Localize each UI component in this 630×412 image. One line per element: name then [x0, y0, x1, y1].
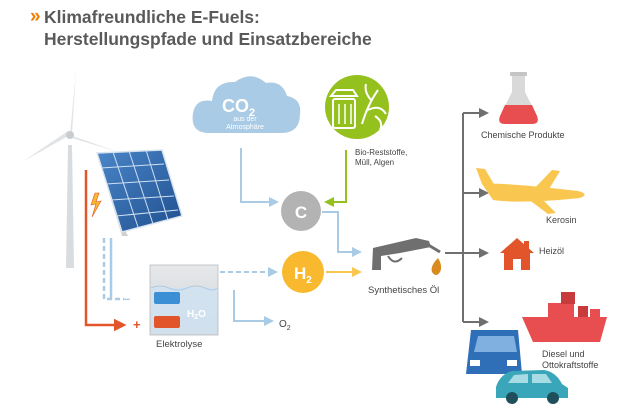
- carbon-symbol: C: [295, 203, 307, 222]
- output-fuel-label-line-1: Diesel und: [542, 349, 585, 359]
- co2-formula: CO2: [222, 96, 255, 119]
- house-icon: [500, 238, 534, 270]
- car-icon: [496, 370, 568, 404]
- distribution-lines: [445, 108, 489, 327]
- electrolysis-minus-sign: –: [123, 291, 130, 306]
- airplane-icon: [476, 168, 585, 214]
- output-chemical-label: Chemische Produkte: [481, 130, 565, 140]
- truck-icon: [466, 330, 522, 374]
- arrow-bio-to-carbon: [324, 150, 347, 207]
- bio-residue-icon: [325, 75, 389, 139]
- hydrogen-formula: H2: [294, 264, 312, 286]
- electrolysis-plus-sign: +: [133, 317, 141, 332]
- title-arrow-icon: »: [30, 6, 40, 27]
- arrow-carbon-to-oil: [322, 211, 362, 257]
- co2-caption-line-1: aus der: [233, 116, 257, 123]
- output-heating-oil-label: Heizöl: [539, 246, 564, 256]
- flask-icon: [499, 72, 538, 124]
- ship-icon: [522, 292, 607, 342]
- fuel-nozzle-icon: [372, 238, 442, 275]
- oxygen-formula: O2: [279, 319, 291, 332]
- electrolysis-label: Elektrolyse: [156, 339, 202, 350]
- co2-caption-line-2: Atmosphäre: [226, 124, 264, 131]
- bio-label-line-1: Bio-Reststoffe,: [355, 148, 407, 157]
- arrow-co2-to-carbon: [240, 148, 279, 207]
- lightning-icon: [90, 192, 102, 218]
- title-line-1: Klimafreundliche E-Fuels:: [44, 7, 260, 27]
- electrolysis-tank: [149, 264, 219, 336]
- page-title: Klimafreundliche E-Fuels: Herstellungspf…: [44, 6, 372, 50]
- co2-cloud-icon: [192, 76, 301, 133]
- power-connections: [84, 170, 127, 332]
- carbon-node: [281, 191, 321, 231]
- solar-panel-icon: [95, 149, 183, 236]
- arrow-electrolysis-to-oxygen: [233, 290, 274, 326]
- synthetic-oil-label: Synthetisches Öl: [368, 285, 439, 296]
- output-kerosene-label: Kerosin: [546, 215, 577, 225]
- title-line-2: Herstellungspfade und Einsatzbereiche: [44, 29, 372, 49]
- hydrogen-node: [282, 251, 324, 293]
- water-formula: H2O: [187, 309, 206, 321]
- bio-label-line-2: Müll, Algen: [355, 158, 394, 167]
- wind-turbine-icon: [22, 70, 118, 268]
- output-fuel-label-line-2: Ottokraftstoffe: [542, 360, 598, 370]
